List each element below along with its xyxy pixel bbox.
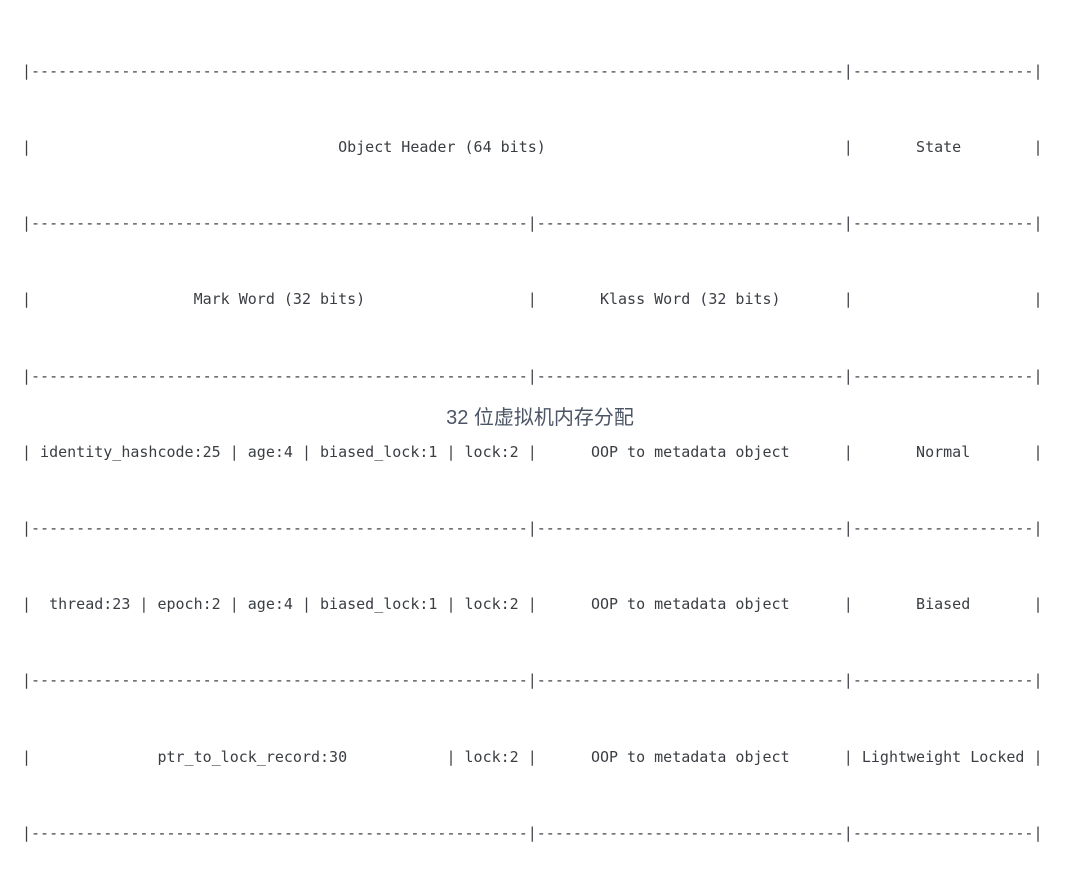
table-separator: |---------------------------------------… [22,366,1043,385]
figure-caption: 32 位虚拟机内存分配 [446,407,634,429]
table-border-top: |---------------------------------------… [22,61,1043,80]
memory-layout-table: |---------------------------------------… [22,8,1042,880]
row-state-biased: | thread:23 | epoch:2 | age:4 | biased_l… [22,595,1043,614]
row-mark-klass-headers: | Mark Word (32 bits) | Klass Word (32 b… [22,290,1043,309]
table-separator: |---------------------------------------… [22,671,1043,690]
table-separator: |---------------------------------------… [22,214,1043,233]
row-state-normal: | identity_hashcode:25 | age:4 | biased_… [22,442,1043,461]
table-separator: |---------------------------------------… [22,519,1043,538]
row-object-header-state: | Object Header (64 bits) | State | [22,138,1043,157]
row-state-lightweight: | ptr_to_lock_record:30 | lock:2 | OOP t… [22,747,1043,766]
table-separator: |---------------------------------------… [22,823,1043,842]
